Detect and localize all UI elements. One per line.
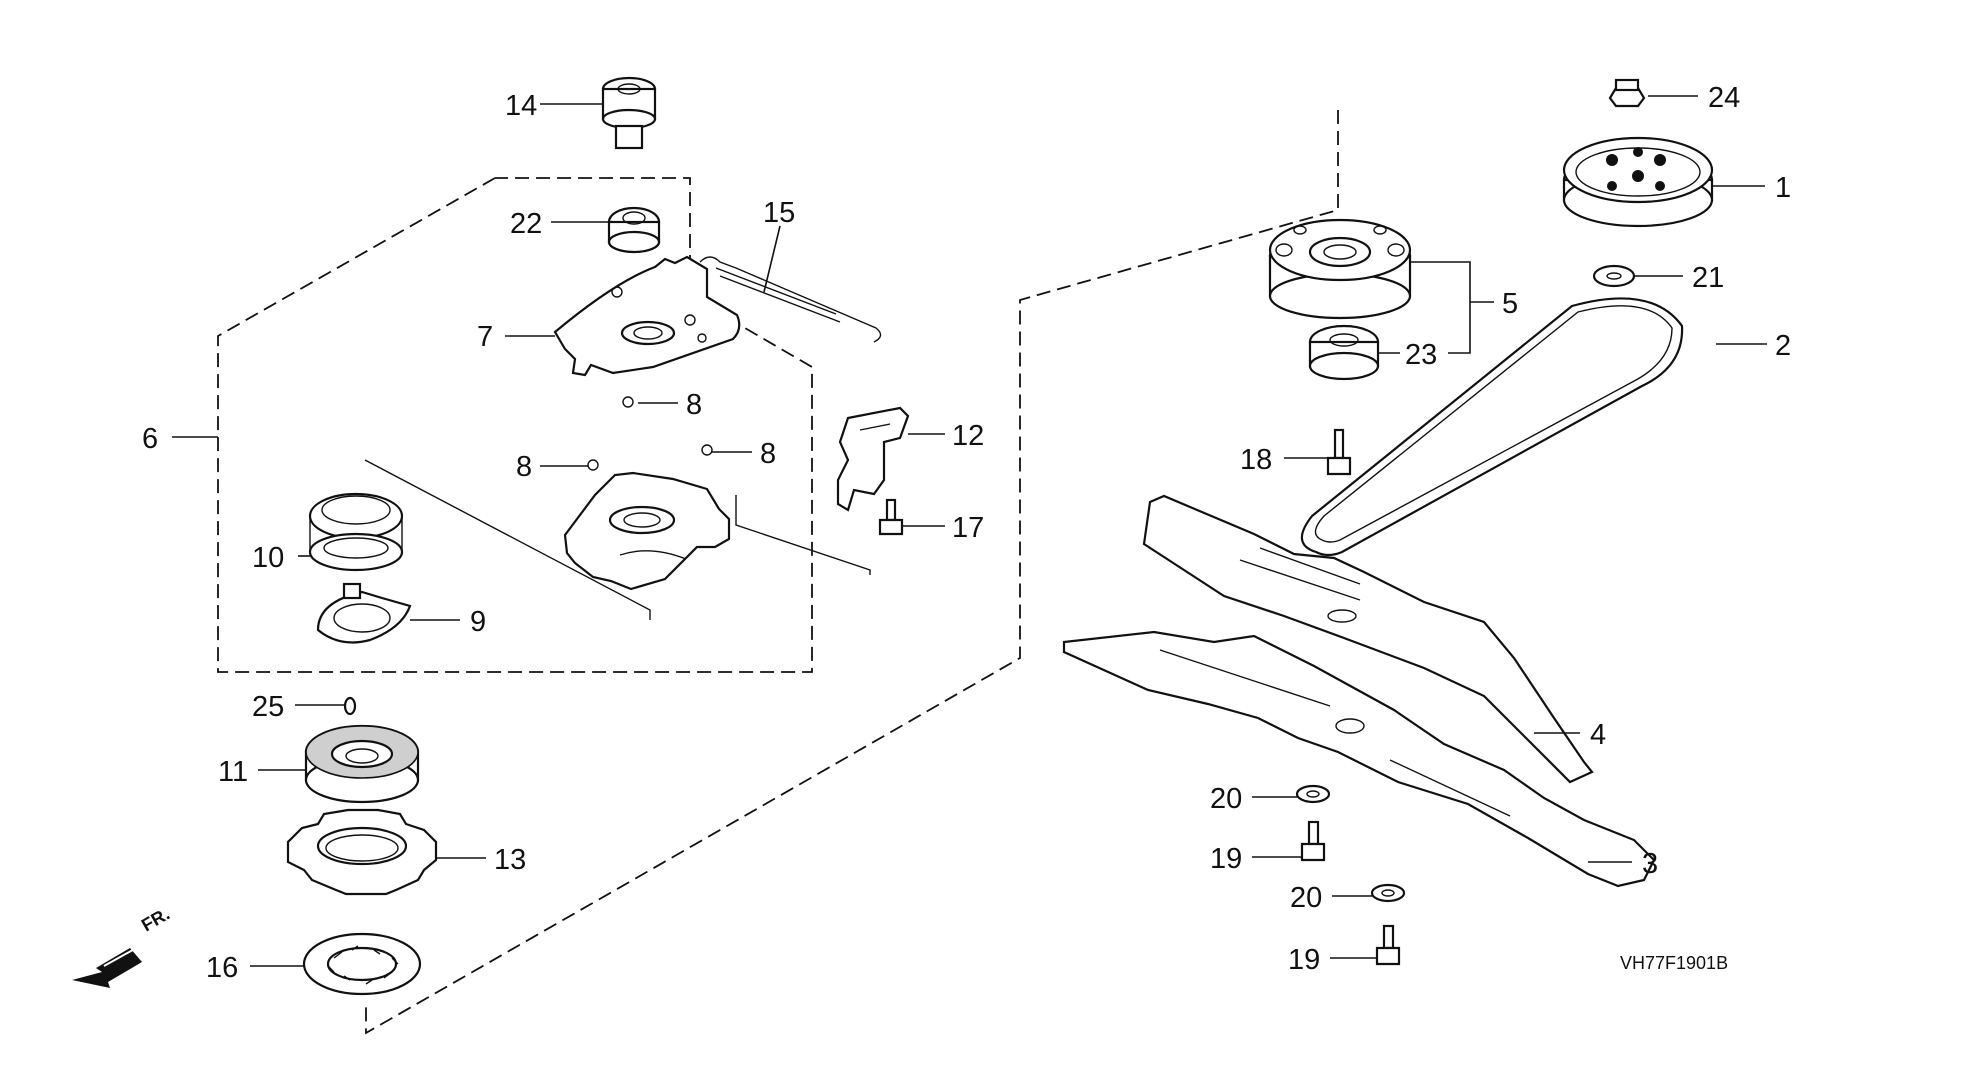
lower-plate xyxy=(563,471,731,591)
part-23-bearing xyxy=(1308,324,1380,381)
label-20-upper: 20 xyxy=(1210,783,1242,815)
part-19-bolt-a xyxy=(1300,820,1326,862)
label-14: 14 xyxy=(505,90,537,122)
part-25-key xyxy=(343,696,357,716)
part-7-upper-plate xyxy=(553,255,741,377)
part-10-coil xyxy=(308,492,404,572)
part-20-washer-b xyxy=(1370,883,1406,903)
part-1-pulley xyxy=(1562,136,1714,228)
label-4: 4 xyxy=(1590,719,1606,751)
part-15-spring xyxy=(699,256,882,343)
part-14-pulley-cap xyxy=(601,76,657,150)
label-19-lower: 19 xyxy=(1288,944,1320,976)
part-24-nut xyxy=(1608,78,1646,108)
label-8-left: 8 xyxy=(516,451,532,483)
label-6: 6 xyxy=(142,423,158,455)
part-17-bolt xyxy=(878,498,904,536)
label-5: 5 xyxy=(1502,288,1518,320)
label-15: 15 xyxy=(763,197,795,229)
part-20-washer-a xyxy=(1295,784,1331,804)
label-16: 16 xyxy=(206,952,238,984)
label-12: 12 xyxy=(952,420,984,452)
label-19-upper: 19 xyxy=(1210,843,1242,875)
label-22: 22 xyxy=(510,208,542,240)
part-16-washer xyxy=(302,932,422,996)
part-3-blade xyxy=(1062,630,1656,888)
label-13: 13 xyxy=(494,844,526,876)
part-9-clip xyxy=(316,582,412,644)
part-2-belt xyxy=(1300,297,1684,557)
part-4-blade xyxy=(1142,494,1594,784)
label-17: 17 xyxy=(952,512,984,544)
label-8-right: 8 xyxy=(760,438,776,470)
part-22-bearing xyxy=(607,206,661,254)
assembly-outline xyxy=(217,110,1339,1035)
label-18: 18 xyxy=(1240,444,1272,476)
label-10: 10 xyxy=(252,542,284,574)
part-13-nut xyxy=(286,808,438,896)
label-25: 25 xyxy=(252,691,284,723)
label-1: 1 xyxy=(1775,172,1791,204)
front-direction-arrow-icon xyxy=(72,945,142,988)
front-direction-label: FR. xyxy=(138,904,173,936)
part-21-washer xyxy=(1592,264,1636,288)
label-24: 24 xyxy=(1708,82,1740,114)
part-12-bracket xyxy=(836,406,910,512)
label-9: 9 xyxy=(470,606,486,638)
label-21: 21 xyxy=(1692,262,1724,294)
part-8-balls xyxy=(587,396,713,471)
part-5-hub xyxy=(1268,218,1412,320)
label-8-upper: 8 xyxy=(686,389,702,421)
part-19-bolt-b xyxy=(1375,924,1401,966)
part-18-bolt xyxy=(1326,428,1352,476)
part-number-labels: 14 22 15 7 8 8 8 6 12 17 10 9 25 11 13 1… xyxy=(142,82,1791,984)
label-11: 11 xyxy=(218,756,248,788)
label-3: 3 xyxy=(1642,848,1658,880)
label-7: 7 xyxy=(477,321,493,353)
part-11-drum xyxy=(304,724,420,804)
label-20-lower: 20 xyxy=(1290,882,1322,914)
label-23: 23 xyxy=(1405,339,1437,371)
leader-lines xyxy=(172,95,1767,967)
diagram-code: VH77F1901B xyxy=(1620,953,1728,973)
label-2: 2 xyxy=(1775,330,1791,362)
